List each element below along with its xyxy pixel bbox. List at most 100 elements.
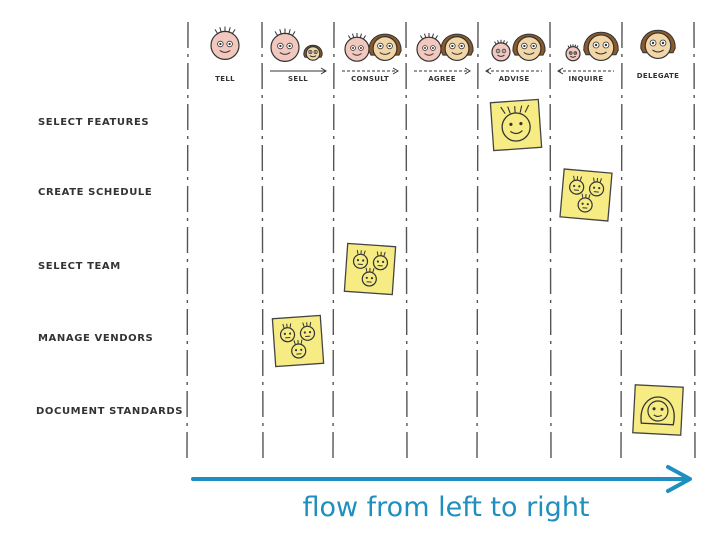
employee-face-icon [368, 33, 402, 62]
column-divider [332, 21, 335, 459]
pupil [288, 44, 291, 48]
row-label: SELECT FEATURES [38, 117, 149, 128]
column-label: SELL [288, 75, 308, 83]
pupil [574, 52, 577, 54]
eye [300, 348, 303, 351]
hair-strand [497, 40, 500, 44]
mouth [424, 53, 434, 56]
column-divider [476, 21, 479, 459]
right-arrow-icon [666, 465, 692, 493]
hair-strand [599, 178, 602, 183]
pupil [651, 41, 655, 45]
eye [382, 260, 385, 263]
pupil [379, 44, 382, 48]
eye [592, 186, 596, 189]
hair-strand [502, 40, 505, 44]
arrow-right-icon [320, 67, 327, 75]
hair-strand [524, 104, 530, 113]
head [516, 36, 542, 62]
pupil [532, 44, 535, 48]
manager-face-icon [565, 44, 581, 62]
employee-face-icon [640, 29, 676, 60]
face-icon [279, 323, 296, 343]
face-icon [500, 104, 531, 142]
hair-strand [352, 33, 355, 39]
head [491, 42, 511, 62]
eye [370, 277, 374, 280]
column-label: AGREE [428, 75, 456, 83]
hair-strand [376, 251, 379, 256]
mouth [652, 49, 664, 53]
hair-strand [365, 267, 368, 272]
column-label: DELEGATE [637, 72, 679, 80]
pupil [497, 50, 499, 52]
column-header-inquire: INQUIRE [557, 31, 619, 83]
eye [573, 184, 576, 188]
arrow-right-icon [392, 67, 399, 75]
hair-strand [507, 106, 511, 114]
manager-face-icon [210, 26, 240, 61]
pupil [451, 44, 454, 48]
pupil [228, 42, 231, 46]
pupil [661, 41, 665, 45]
hair-strand [282, 323, 285, 329]
hair-strand [573, 175, 575, 180]
sticky-note-paper [632, 384, 684, 436]
mouth [379, 52, 391, 55]
manager-face-icon [416, 33, 442, 62]
hair-strand [309, 321, 312, 327]
face-icon [569, 175, 585, 195]
eye [365, 276, 368, 279]
hair-strand [219, 27, 222, 33]
column-label: ADVISE [499, 75, 530, 83]
column-header-delegate: DELEGATE [637, 29, 679, 80]
hair-strand [228, 27, 231, 33]
mouth [497, 54, 505, 57]
mouth [219, 50, 231, 53]
pupil [569, 52, 572, 54]
head [565, 46, 581, 62]
mouth [595, 51, 607, 55]
hair-strand [291, 31, 296, 37]
hair-strand [588, 194, 591, 199]
hair-strand [576, 45, 579, 49]
column-label: CONSULT [351, 75, 389, 83]
hair-strand [567, 45, 570, 49]
hair-strand [505, 41, 508, 45]
hair-strand [579, 176, 583, 181]
hair-strand [424, 33, 427, 39]
hair-strand [372, 268, 375, 273]
head [587, 34, 615, 62]
hair-strand [383, 251, 386, 257]
hair-strand [279, 29, 282, 35]
column-header-agree: AGREE [414, 33, 474, 83]
hair-strand [274, 31, 279, 37]
hair-strand [289, 323, 292, 328]
head [647, 400, 669, 422]
hair-strand [574, 44, 577, 48]
column-label: TELL [215, 75, 235, 83]
eye [376, 260, 380, 263]
column-label: INQUIRE [569, 75, 604, 83]
hair-strand [494, 41, 497, 45]
pupil [309, 51, 312, 53]
head [305, 46, 321, 61]
pupil [360, 47, 362, 49]
hair-strand [347, 35, 352, 40]
hair-strand [434, 35, 439, 40]
pupil [314, 51, 317, 53]
row-label: DOCUMENT STANDARDS [36, 406, 183, 417]
mouth [309, 55, 317, 58]
sticky-note-manage-vendors [271, 314, 325, 368]
face-icon [361, 267, 377, 287]
hair-strand [581, 193, 584, 198]
head [270, 32, 300, 63]
hair-strand [359, 33, 362, 39]
row-label: CREATE SCHEDULE [38, 187, 152, 198]
manager-face-icon [344, 33, 370, 62]
sticky-note-create-schedule [559, 168, 613, 222]
pupil [460, 44, 463, 48]
pupil [432, 47, 434, 49]
column-divider [186, 21, 189, 459]
grid-lines [186, 21, 696, 459]
